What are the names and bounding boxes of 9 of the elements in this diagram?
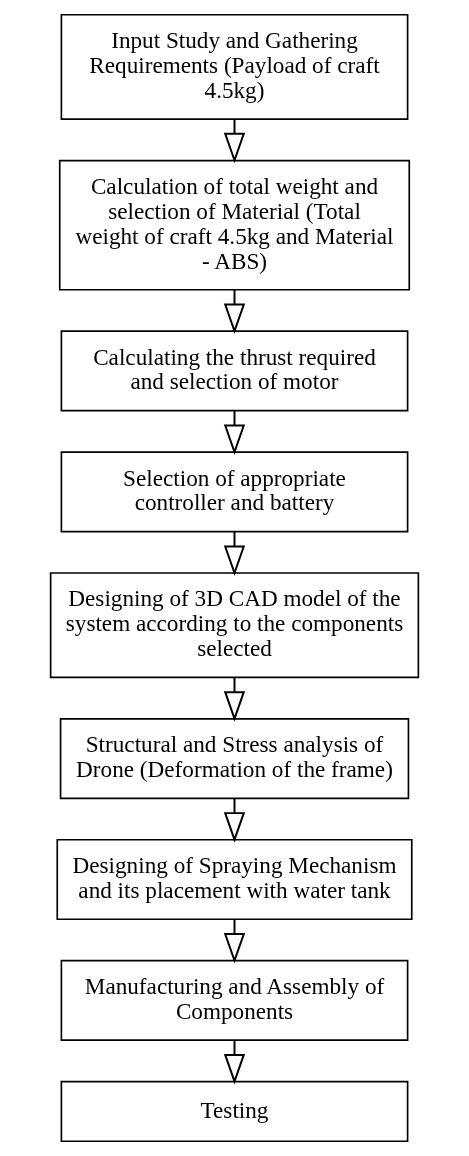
node-box: Testing <box>60 1080 409 1143</box>
node-box: Calculation of total weight and selection of Material (Total weight of craft 4.5kg and Material - ABS) <box>58 159 411 291</box>
node-box: Selection of appropriate controller and battery <box>60 451 409 533</box>
node-box: Designing of Spraying Mechanism and its placement with water tank <box>56 838 413 921</box>
node-box: Manufacturing and Assembly of Components <box>60 959 409 1041</box>
node-box: Structural and Stress analysis of Drone (Deformation of the frame) <box>59 717 410 800</box>
node-box: Designing of 3D CAD model of the system according to the components selected <box>49 572 420 679</box>
node-box: Input Study and Gathering Requirements (Payload of craft 4.5kg) <box>60 13 409 120</box>
node-box: Calculating the thrust required and selection of motor <box>60 330 409 412</box>
